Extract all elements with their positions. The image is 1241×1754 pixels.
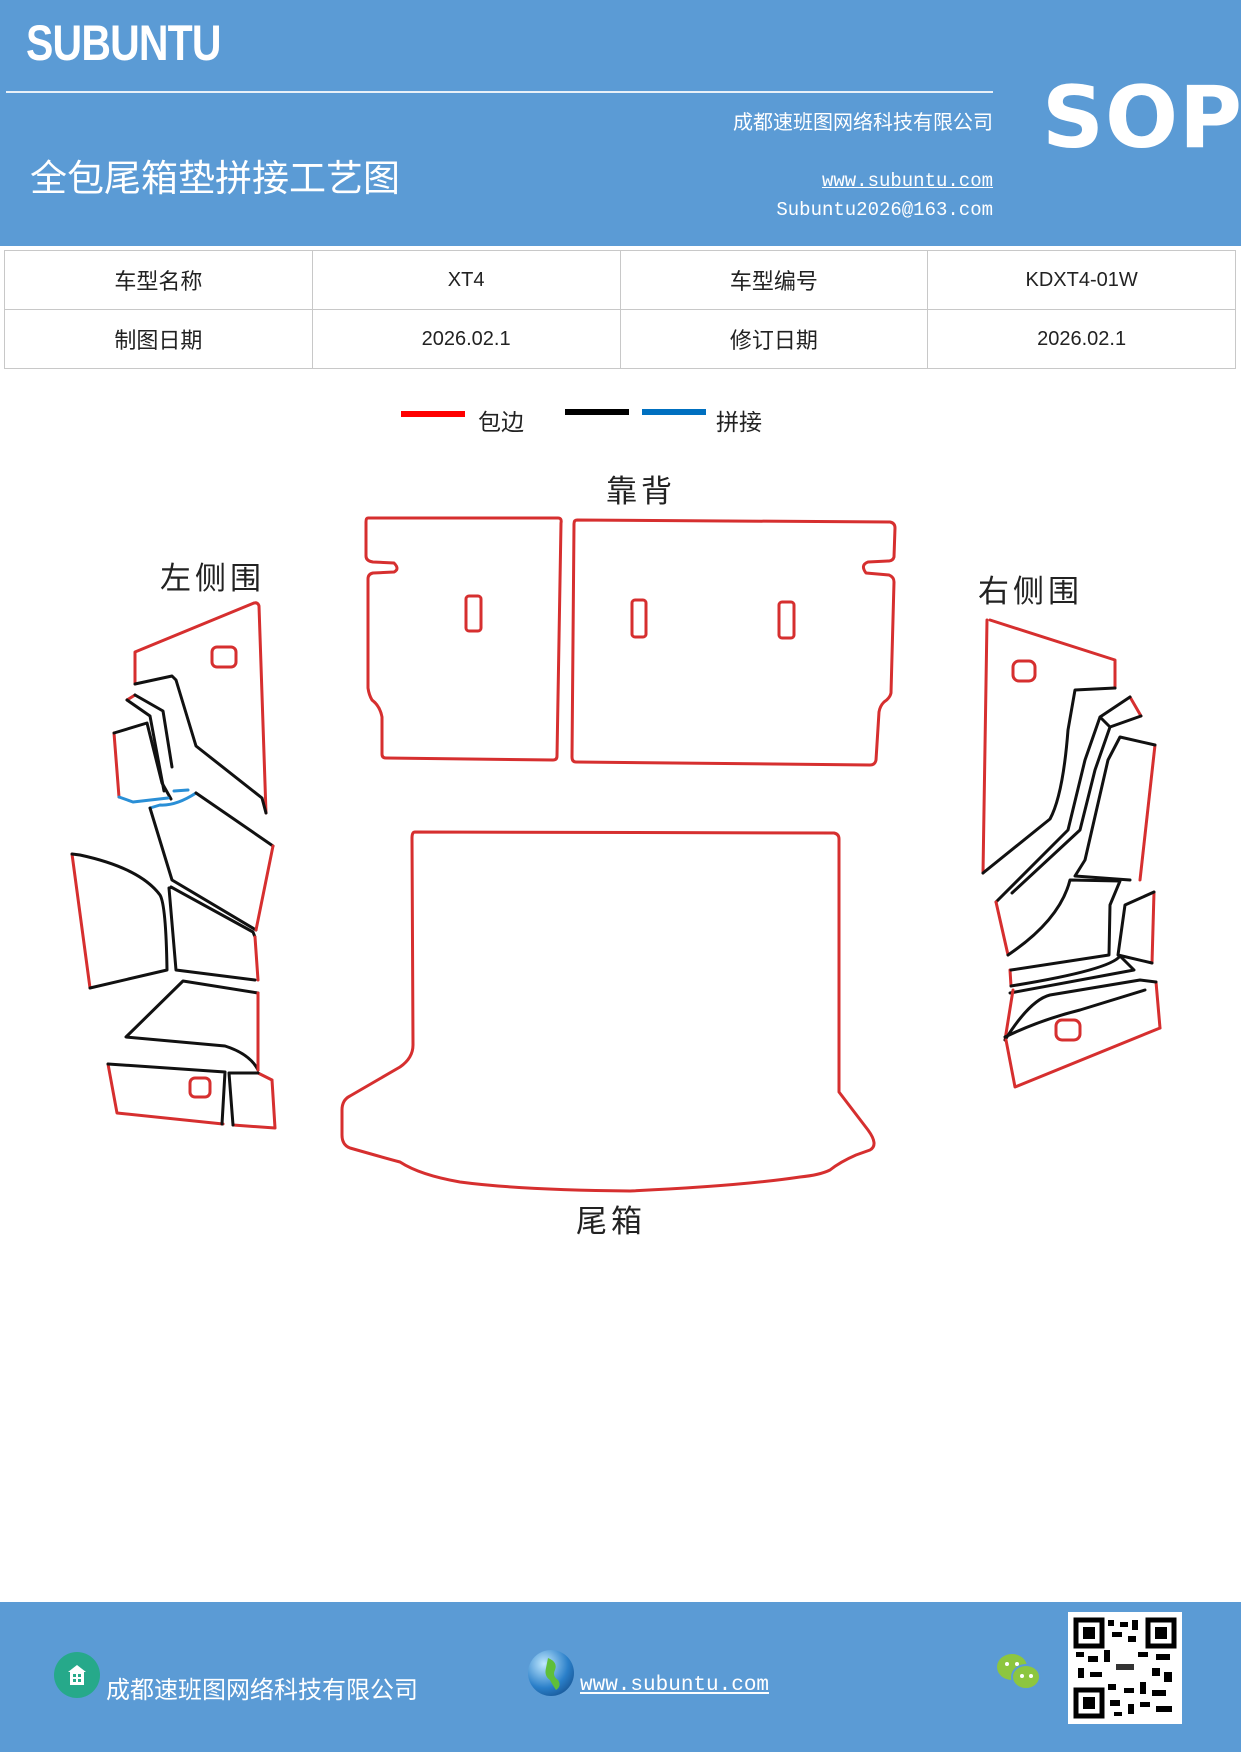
- draw-date-label: 制图日期: [4, 309, 313, 369]
- label-trunk: 尾箱: [576, 1204, 646, 1240]
- company-name: 成都速班图网络科技有限公司: [733, 110, 993, 134]
- website-link[interactable]: www.subuntu.com: [821, 170, 993, 192]
- footer-company-name: 成都速班图网络科技有限公司: [106, 1676, 418, 1704]
- vehicle-info-table: 车型名称 XT4 车型编号 KDXT4-01W 制图日期 2026.02.1 修…: [4, 250, 1236, 369]
- legend-swatch-seam: [565, 409, 629, 415]
- wechat-icon: [995, 1652, 1043, 1694]
- draw-date-value: 2026.02.1: [311, 309, 621, 369]
- revision-date-value: 2026.02.1: [927, 309, 1236, 369]
- model-name-value: XT4: [311, 250, 621, 310]
- backrest-right-panel: [570, 518, 897, 767]
- building-icon: [54, 1652, 100, 1698]
- trunk-mat: [340, 830, 876, 1193]
- model-name-label: 车型名称: [4, 250, 313, 310]
- revision-date-label: 修订日期: [619, 309, 929, 369]
- brand-logo: SUBUNTU: [26, 15, 222, 71]
- legend-label-splice: 拼接: [716, 410, 762, 436]
- doc-type-badge: SOP: [1042, 68, 1241, 168]
- mat-splicing-diagram: [70, 516, 1162, 1193]
- legend-swatch-splice: [642, 409, 706, 415]
- label-backrest: 靠背: [606, 474, 676, 510]
- backrest-left-panel: [364, 516, 563, 762]
- footer-website-link[interactable]: www.subuntu.com: [580, 1674, 770, 1697]
- header-divider: [6, 91, 993, 93]
- email-address: Subuntu2026@163.com: [776, 199, 993, 221]
- model-code-value: KDXT4-01W: [927, 250, 1236, 310]
- legend-swatch-binding: [401, 411, 465, 417]
- right-side-panel: [981, 618, 1162, 1089]
- table-row: 车型名称 XT4 车型编号 KDXT4-01W: [4, 250, 1236, 310]
- qr-code[interactable]: [1068, 1612, 1182, 1724]
- globe-icon: [528, 1650, 574, 1696]
- table-row: 制图日期 2026.02.1 修订日期 2026.02.1: [4, 309, 1236, 369]
- header-banner: SUBUNTU 全包尾箱垫拼接工艺图 成都速班图网络科技有限公司 www.sub…: [0, 0, 1241, 246]
- model-code-label: 车型编号: [619, 250, 929, 310]
- left-side-panel: [70, 601, 277, 1130]
- label-left-side: 左侧围: [160, 561, 265, 597]
- page-title: 全包尾箱垫拼接工艺图: [30, 157, 400, 200]
- label-right-side: 右侧围: [978, 574, 1083, 610]
- legend-label-binding: 包边: [478, 410, 524, 436]
